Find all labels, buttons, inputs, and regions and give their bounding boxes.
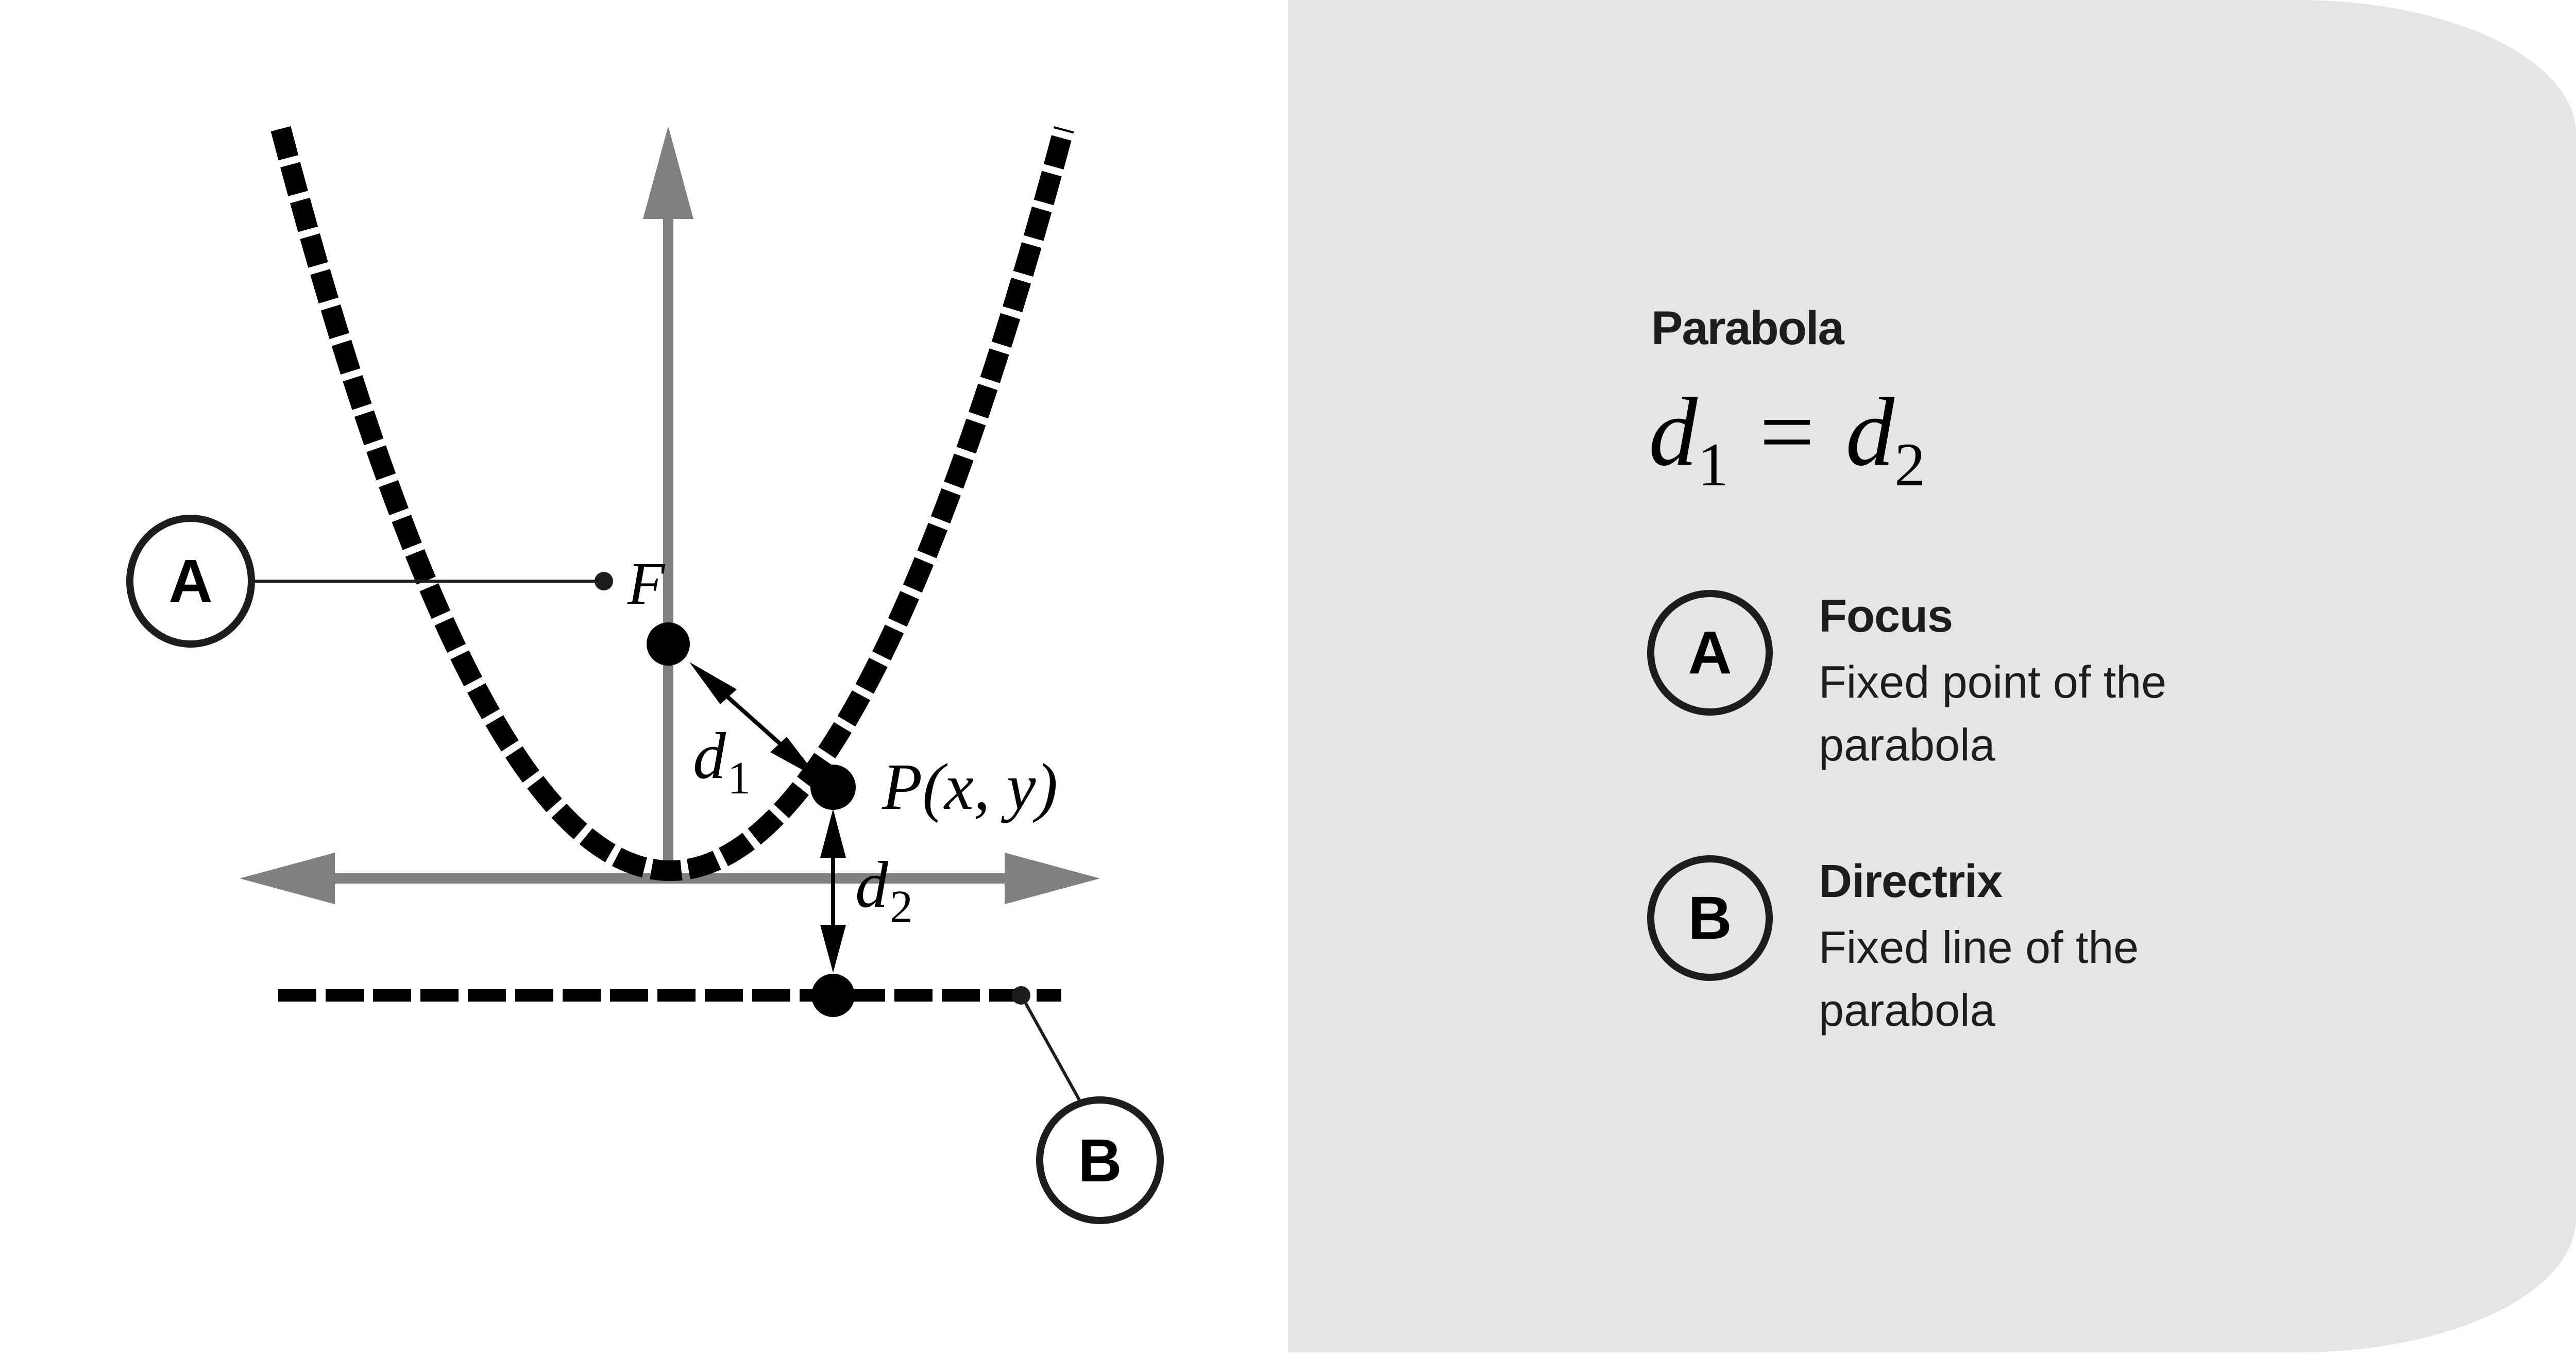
focus-label: F (627, 550, 666, 617)
formula: d1=d2 (1649, 376, 1925, 500)
parabola-curve (270, 126, 1074, 881)
formula-lhs-sub: 1 (1698, 430, 1728, 499)
d2-label: d 2 (855, 848, 913, 933)
callout-b-badge: B (1036, 1096, 1164, 1224)
formula-equals: = (1759, 378, 1815, 486)
svg-text:B: B (1078, 1127, 1122, 1195)
parabola-diagram: A B F P(x, y) d 1 d 2 (0, 0, 1288, 1352)
y-axis (643, 126, 693, 881)
info-panel: Parabola d1=d2 A Focus Fixed point of th… (1288, 0, 2576, 1352)
legend-badge-a: A (1647, 590, 1773, 716)
formula-rhs-sub: 2 (1894, 430, 1926, 499)
svg-text:1: 1 (727, 753, 751, 804)
formula-lhs: d (1649, 378, 1698, 486)
panel-title: Parabola (1651, 302, 1844, 354)
svg-text:d: d (855, 848, 889, 921)
legend-description: Fixed line of the parabola (1819, 922, 2139, 1036)
d2-arrow (820, 809, 846, 973)
callout-a-leader (252, 572, 613, 590)
svg-text:2: 2 (890, 882, 913, 933)
svg-text:A: A (168, 547, 212, 615)
svg-text:d: d (693, 719, 726, 792)
directrix-foot-point (811, 974, 855, 1017)
legend-description: Fixed point of the parabola (1819, 656, 2167, 770)
callout-b-leader (1012, 986, 1081, 1101)
focus-point (647, 622, 690, 666)
d1-label: d 1 (693, 719, 751, 804)
point-p (810, 765, 856, 810)
legend-term: Focus (1819, 590, 1953, 642)
d1-arrow (689, 662, 819, 779)
point-p-label: P(x, y) (882, 750, 1058, 823)
formula-rhs: d (1845, 378, 1895, 486)
legend-badge-b: B (1647, 855, 1773, 981)
legend-term: Directrix (1819, 856, 2003, 907)
callout-a-badge: A (126, 515, 255, 648)
